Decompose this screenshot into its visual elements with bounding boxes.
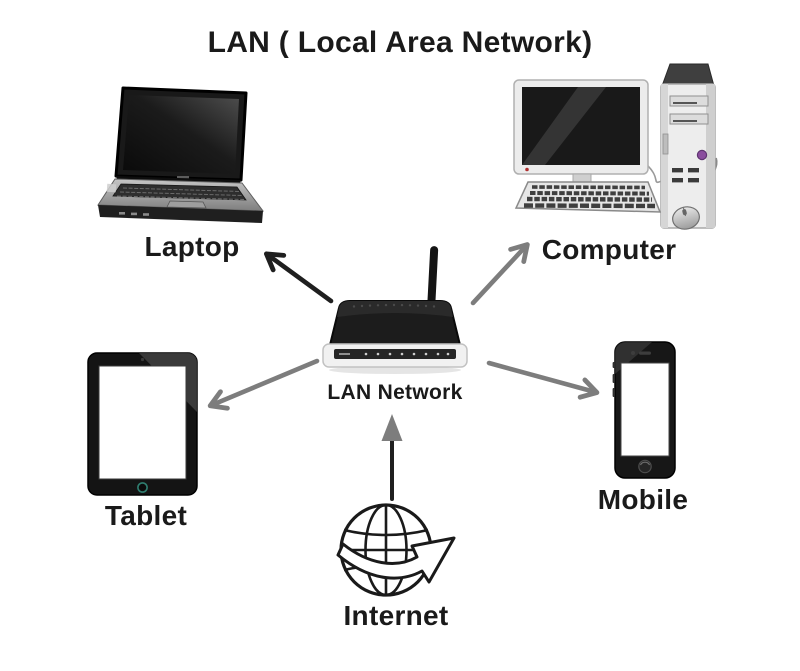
internet-globe-icon bbox=[336, 503, 456, 597]
router-label: LAN Network bbox=[327, 381, 463, 404]
computer-tower bbox=[660, 63, 716, 229]
arrow-router-to-mobile bbox=[486, 360, 600, 400]
router-antenna bbox=[427, 246, 439, 311]
arrow-router-to-tablet bbox=[207, 358, 320, 411]
computer-monitor bbox=[513, 79, 649, 193]
computer-mouse bbox=[672, 206, 700, 230]
tablet-icon bbox=[87, 352, 198, 496]
globe-swoosh-arrow bbox=[336, 536, 456, 584]
mobile-body bbox=[612, 341, 676, 479]
tablet-body bbox=[87, 352, 198, 496]
tablet-label: Tablet bbox=[104, 500, 188, 531]
desktop-computer-icon bbox=[513, 63, 718, 230]
smartphone-icon bbox=[612, 341, 676, 479]
wireless-router-icon bbox=[322, 246, 468, 374]
arrow-internet-to-router bbox=[381, 414, 403, 501]
mobile-label: Mobile bbox=[597, 484, 689, 515]
router-body bbox=[322, 300, 468, 374]
computer-keyboard bbox=[514, 181, 662, 213]
arrow-router-to-computer bbox=[470, 242, 530, 306]
computer-label: Computer bbox=[541, 234, 677, 265]
laptop-icon bbox=[97, 86, 265, 223]
laptop-base bbox=[97, 176, 265, 223]
diagram-title: LAN ( Local Area Network) bbox=[207, 26, 593, 59]
internet-label: Internet bbox=[343, 600, 449, 631]
laptop-screen bbox=[114, 86, 248, 182]
laptop-label: Laptop bbox=[144, 231, 240, 262]
